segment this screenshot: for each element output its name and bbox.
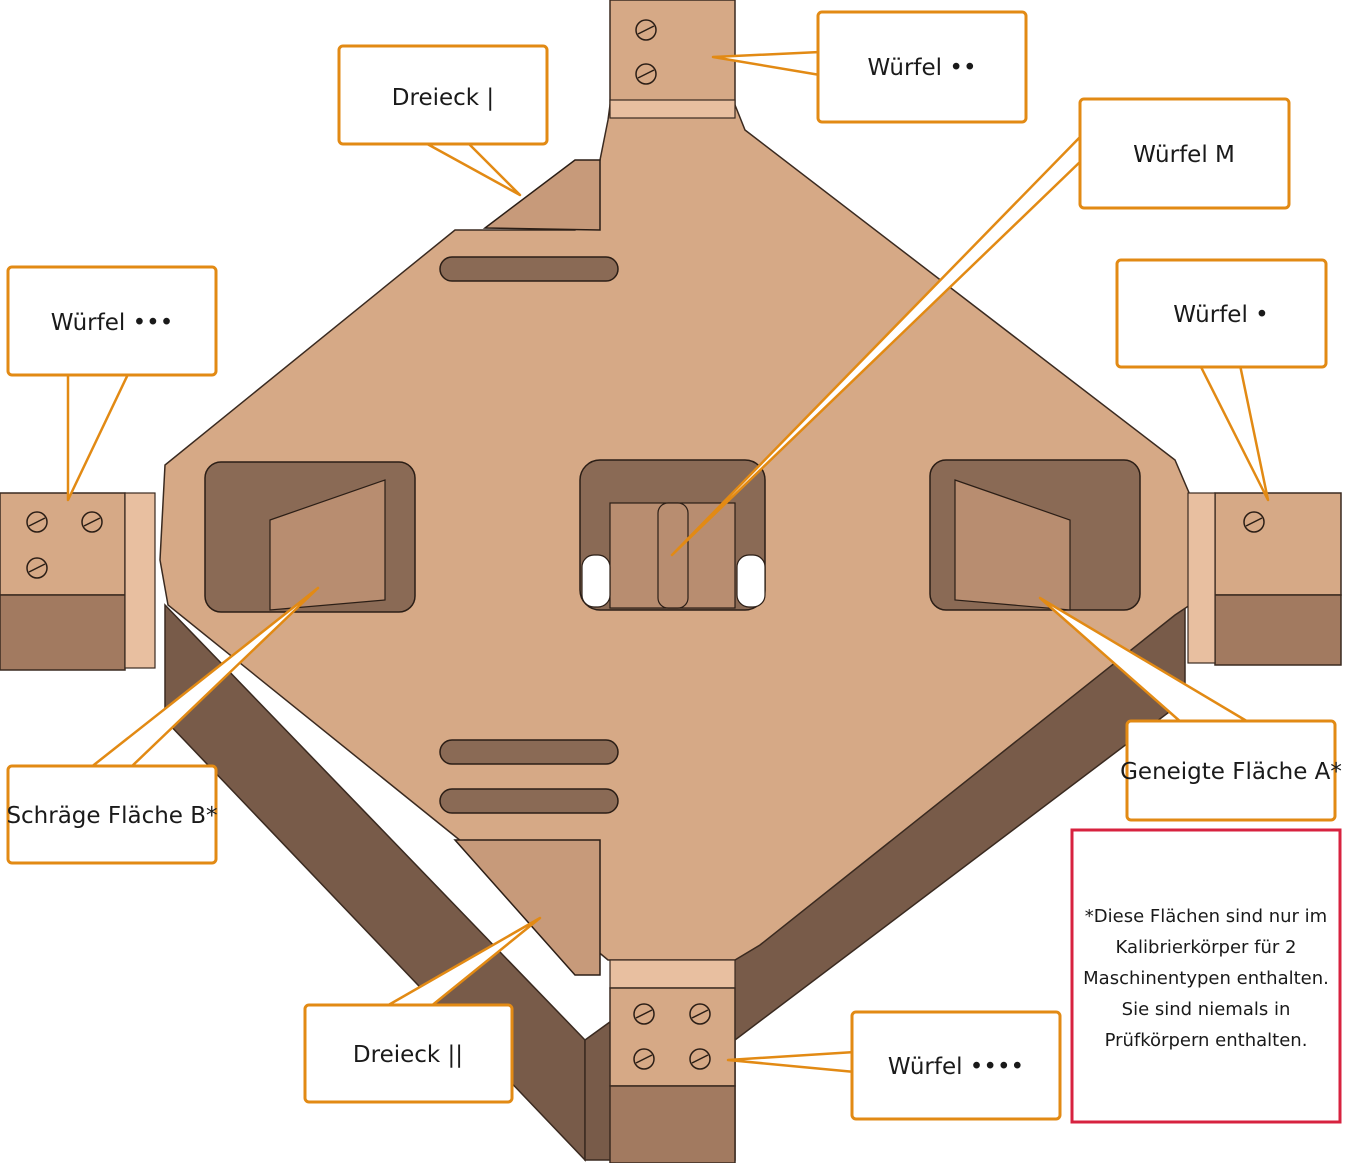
footnote-line-4: Sie sind niemals in	[1122, 999, 1291, 1020]
callout-dreieck-2: Dreieck ||	[303, 1003, 514, 1104]
tab-top	[609, 0, 736, 106]
footnote-line-1: *Diese Flächen sind nur im	[1085, 906, 1327, 927]
tab-bottom-groove	[609, 959, 736, 989]
tab-left	[0, 492, 126, 596]
pocket-left	[204, 461, 416, 613]
leader-wuerfel-4	[726, 1050, 857, 1074]
callouts: Würfel •• Dreieck | Würfel M Würfel ••• …	[6, 10, 1342, 1121]
callout-wuerfel-2-label: Würfel ••	[867, 55, 976, 81]
callout-wuerfel-2: Würfel ••	[816, 10, 1028, 124]
screw-icon	[81, 511, 103, 533]
footnote-line-5: Prüfkörpern enthalten.	[1105, 1030, 1308, 1051]
callout-wuerfel-m: Würfel M	[1078, 97, 1291, 210]
tab-bottom	[609, 987, 736, 1087]
slot-bottom-1	[439, 739, 619, 765]
screw-icon	[633, 1048, 655, 1070]
callout-wuerfel-4-label: Würfel ••••	[888, 1054, 1024, 1080]
footnote-box: *Diese Flächen sind nur im Kalibrierkörp…	[1070, 828, 1342, 1124]
screw-icon	[635, 63, 657, 85]
slots	[439, 256, 619, 814]
tab-left-side	[0, 594, 126, 671]
slot-top	[439, 256, 619, 282]
callout-wuerfel-3: Würfel •••	[6, 265, 218, 377]
callout-dreieck-2-label: Dreieck ||	[353, 1042, 463, 1068]
leader-wuerfel-1	[1198, 363, 1270, 502]
footnote-line-2: Kalibrierkörper für 2	[1116, 937, 1297, 958]
callout-wuerfel-3-label: Würfel •••	[51, 310, 174, 336]
screw-icon	[26, 511, 48, 533]
leader-wuerfel-3	[66, 368, 132, 502]
callout-schraege-flaeche-b: Schräge Fläche B*	[6, 764, 218, 865]
tab-bottom-side	[609, 1085, 736, 1163]
leader-dreieck-1	[418, 138, 522, 197]
pocket-center	[579, 459, 766, 611]
tab-top-groove	[609, 99, 736, 119]
callout-wuerfel-1-label: Würfel •	[1173, 302, 1268, 328]
callout-wuerfel-4: Würfel ••••	[850, 1010, 1062, 1121]
tab-left-groove	[124, 492, 156, 669]
tab-right-groove	[1187, 492, 1216, 664]
triangle-top	[482, 159, 601, 231]
screw-icon	[689, 1048, 711, 1070]
screw-icon	[689, 1003, 711, 1025]
pocket-right	[929, 459, 1141, 611]
screw-icon	[635, 19, 657, 41]
callout-dreieck-1: Dreieck |	[337, 44, 549, 146]
slot-bottom-2	[439, 788, 619, 814]
callout-dreieck-1-label: Dreieck |	[392, 85, 494, 111]
callout-schraege-flaeche-b-label: Schräge Fläche B*	[6, 803, 217, 829]
callout-geneigte-flaeche-a: Geneigte Fläche A*	[1120, 719, 1342, 822]
callout-geneigte-flaeche-a-label: Geneigte Fläche A*	[1120, 759, 1342, 785]
screw-icon	[1243, 511, 1265, 533]
screw-icon	[633, 1003, 655, 1025]
triangle-bottom	[453, 839, 601, 976]
tab-right-side	[1214, 594, 1342, 666]
tab-right	[1214, 492, 1342, 596]
callout-wuerfel-m-label: Würfel M	[1133, 142, 1235, 168]
footnote-line-3: Maschinentypen enthalten.	[1083, 968, 1329, 989]
leader-lines	[66, 50, 1270, 1074]
screw-icon	[26, 557, 48, 579]
callout-wuerfel-1: Würfel •	[1115, 258, 1328, 369]
